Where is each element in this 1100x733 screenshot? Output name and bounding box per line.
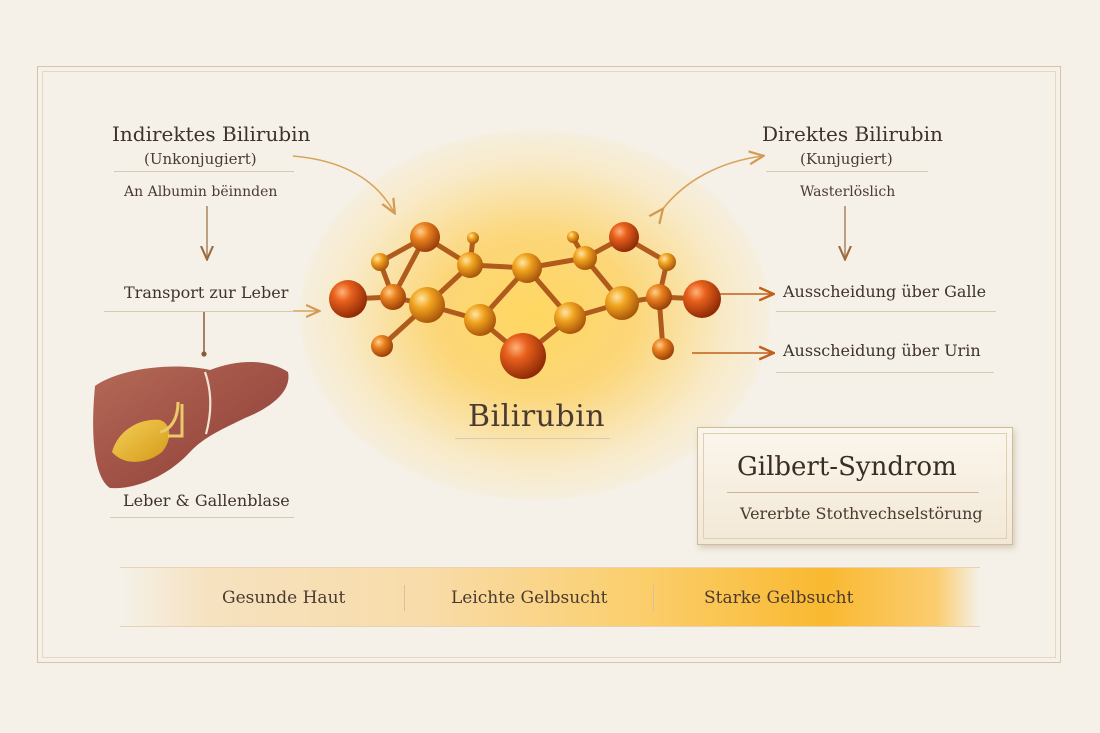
bilirubin-label: Bilirubin bbox=[468, 399, 606, 434]
albumin-note: An Albumin bëinnden bbox=[124, 184, 278, 200]
divider bbox=[110, 517, 294, 518]
divider bbox=[727, 492, 979, 493]
divider bbox=[455, 438, 610, 439]
divider bbox=[104, 311, 294, 312]
scale-item-mild: Leichte Gelbsucht bbox=[451, 588, 608, 608]
scale-item-severe: Starke Gelbsucht bbox=[704, 588, 854, 608]
liver-label: Leber & Gallenblase bbox=[123, 491, 290, 510]
liver-illustration bbox=[93, 361, 289, 489]
divider bbox=[776, 311, 996, 312]
outer-frame bbox=[37, 66, 1061, 663]
indirect-bilirubin-title: Indirektes Bilirubin bbox=[112, 122, 311, 146]
water-soluble-note: Wasterlöslich bbox=[800, 184, 896, 200]
molecule-atoms bbox=[329, 222, 721, 379]
direct-bilirubin-subtitle: (Kunjugiert) bbox=[800, 150, 893, 168]
excretion-urine-label: Ausscheidung über Urin bbox=[783, 341, 981, 360]
divider bbox=[766, 171, 928, 172]
arrow-indirect-to-molecule bbox=[292, 155, 394, 212]
excretion-bile-label: Ausscheidung über Galle bbox=[783, 282, 987, 301]
jaundice-scale-bar bbox=[120, 567, 980, 627]
gilbert-syndrome-subtitle: Vererbte Stothvechselstörung bbox=[740, 504, 983, 523]
gallbladder bbox=[112, 419, 170, 462]
divider bbox=[114, 171, 294, 172]
scale-separator bbox=[653, 585, 654, 611]
divider bbox=[776, 372, 994, 373]
arrow-molecule-to-direct bbox=[662, 156, 762, 210]
scale-item-healthy: Gesunde Haut bbox=[222, 588, 346, 608]
transport-label: Transport zur Leber bbox=[124, 283, 289, 302]
direct-bilirubin-title: Direktes Bilirubin bbox=[762, 122, 943, 146]
gilbert-syndrome-title: Gilbert-Syndrom bbox=[737, 452, 957, 482]
indirect-bilirubin-subtitle: (Unkonjugiert) bbox=[144, 150, 257, 168]
gilbert-syndrome-card bbox=[697, 427, 1013, 545]
scale-separator bbox=[404, 585, 405, 611]
